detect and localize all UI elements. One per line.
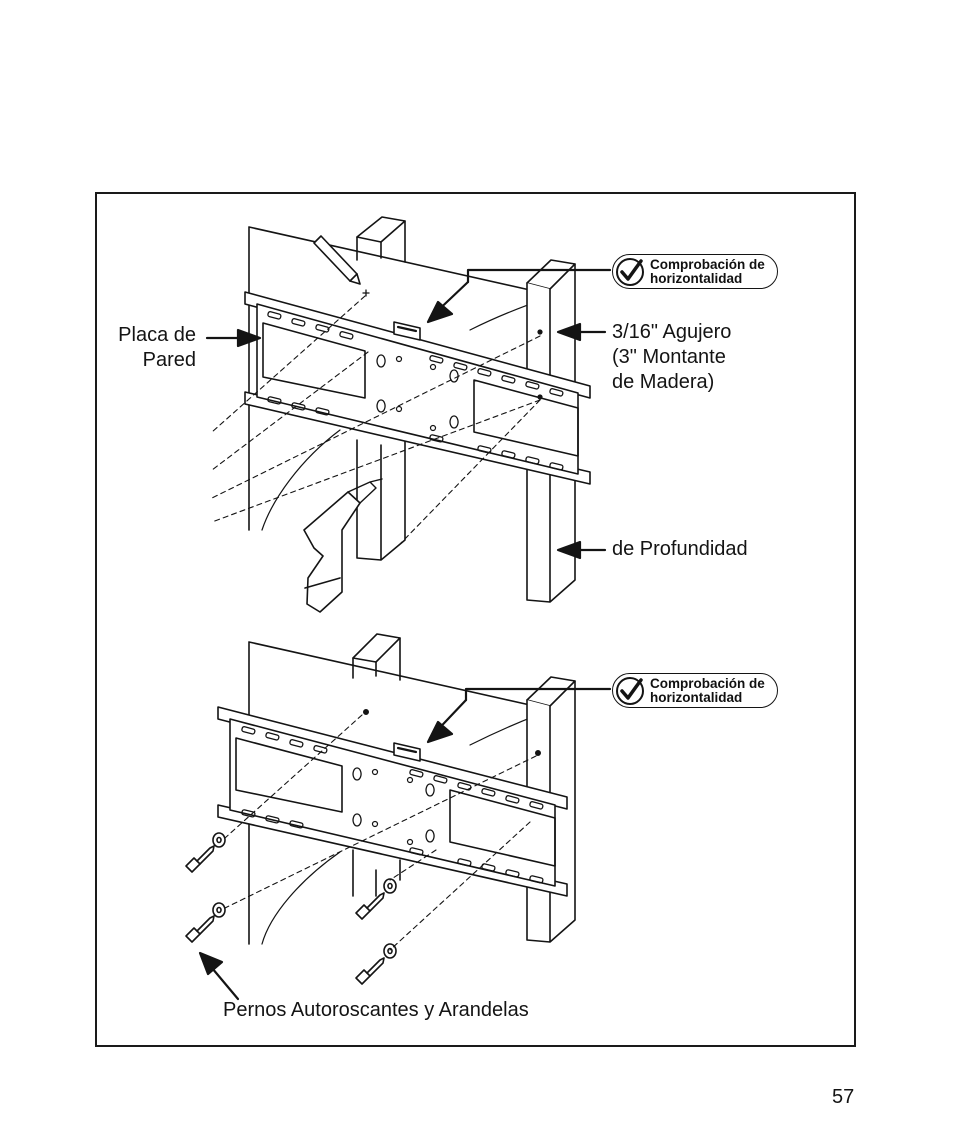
wood-stud-left <box>352 633 401 897</box>
washer-icon <box>212 832 397 959</box>
guide-lines-bottom <box>224 714 537 951</box>
wood-stud-left <box>356 216 406 561</box>
hole-label-line3: de Madera) <box>612 371 715 393</box>
figure-frame <box>95 192 856 1047</box>
wall-curve <box>261 429 341 531</box>
arrow-icon <box>198 268 612 1001</box>
badge-line-2: horizontalidad <box>650 270 743 286</box>
bottom-scene <box>185 633 576 985</box>
checkmark-circle-icon <box>616 257 644 286</box>
badge-text: Comprobación de horizontalidad <box>650 258 765 285</box>
wall-plate-label-line2: Pared <box>142 349 196 371</box>
depth-label: de Profundidad <box>612 538 748 560</box>
checkmark-circle-icon <box>616 676 644 705</box>
top-scene <box>211 216 591 613</box>
wood-stud-right <box>526 259 576 603</box>
page-number: 57 <box>832 1086 855 1108</box>
hole-label: 3/16" Agujero (3" Montante de Madera) <box>612 320 731 395</box>
guide-lines-top <box>211 295 541 545</box>
wall-plate-label: Placa de Pared <box>100 323 196 373</box>
hole-label-line1: 3/16" Agujero <box>612 321 732 343</box>
level-check-badge: Comprobación de horizontalidad <box>612 673 778 708</box>
pencil-icon <box>313 235 370 297</box>
badge-line-1: Comprobación de <box>650 257 765 272</box>
bubble-level-icon <box>393 742 421 762</box>
badge-line-1: Comprobación de <box>650 676 765 691</box>
bubble-level-icon <box>393 321 421 341</box>
drill-icon <box>303 478 383 613</box>
lag-bolt-icon <box>185 845 385 985</box>
hole-label-line2: (3" Montante <box>612 346 726 368</box>
wall-plate-bottom <box>217 706 568 897</box>
bolts-washers-label: Pernos Autoroscantes y Arandelas <box>223 999 529 1021</box>
wall-plate-top <box>244 291 591 485</box>
badge-text: Comprobación de horizontalidad <box>650 677 765 704</box>
level-check-badge: Comprobación de horizontalidad <box>612 254 778 289</box>
badge-line-2: horizontalidad <box>650 689 743 705</box>
wall-plate-label-line1: Placa de <box>118 324 196 346</box>
